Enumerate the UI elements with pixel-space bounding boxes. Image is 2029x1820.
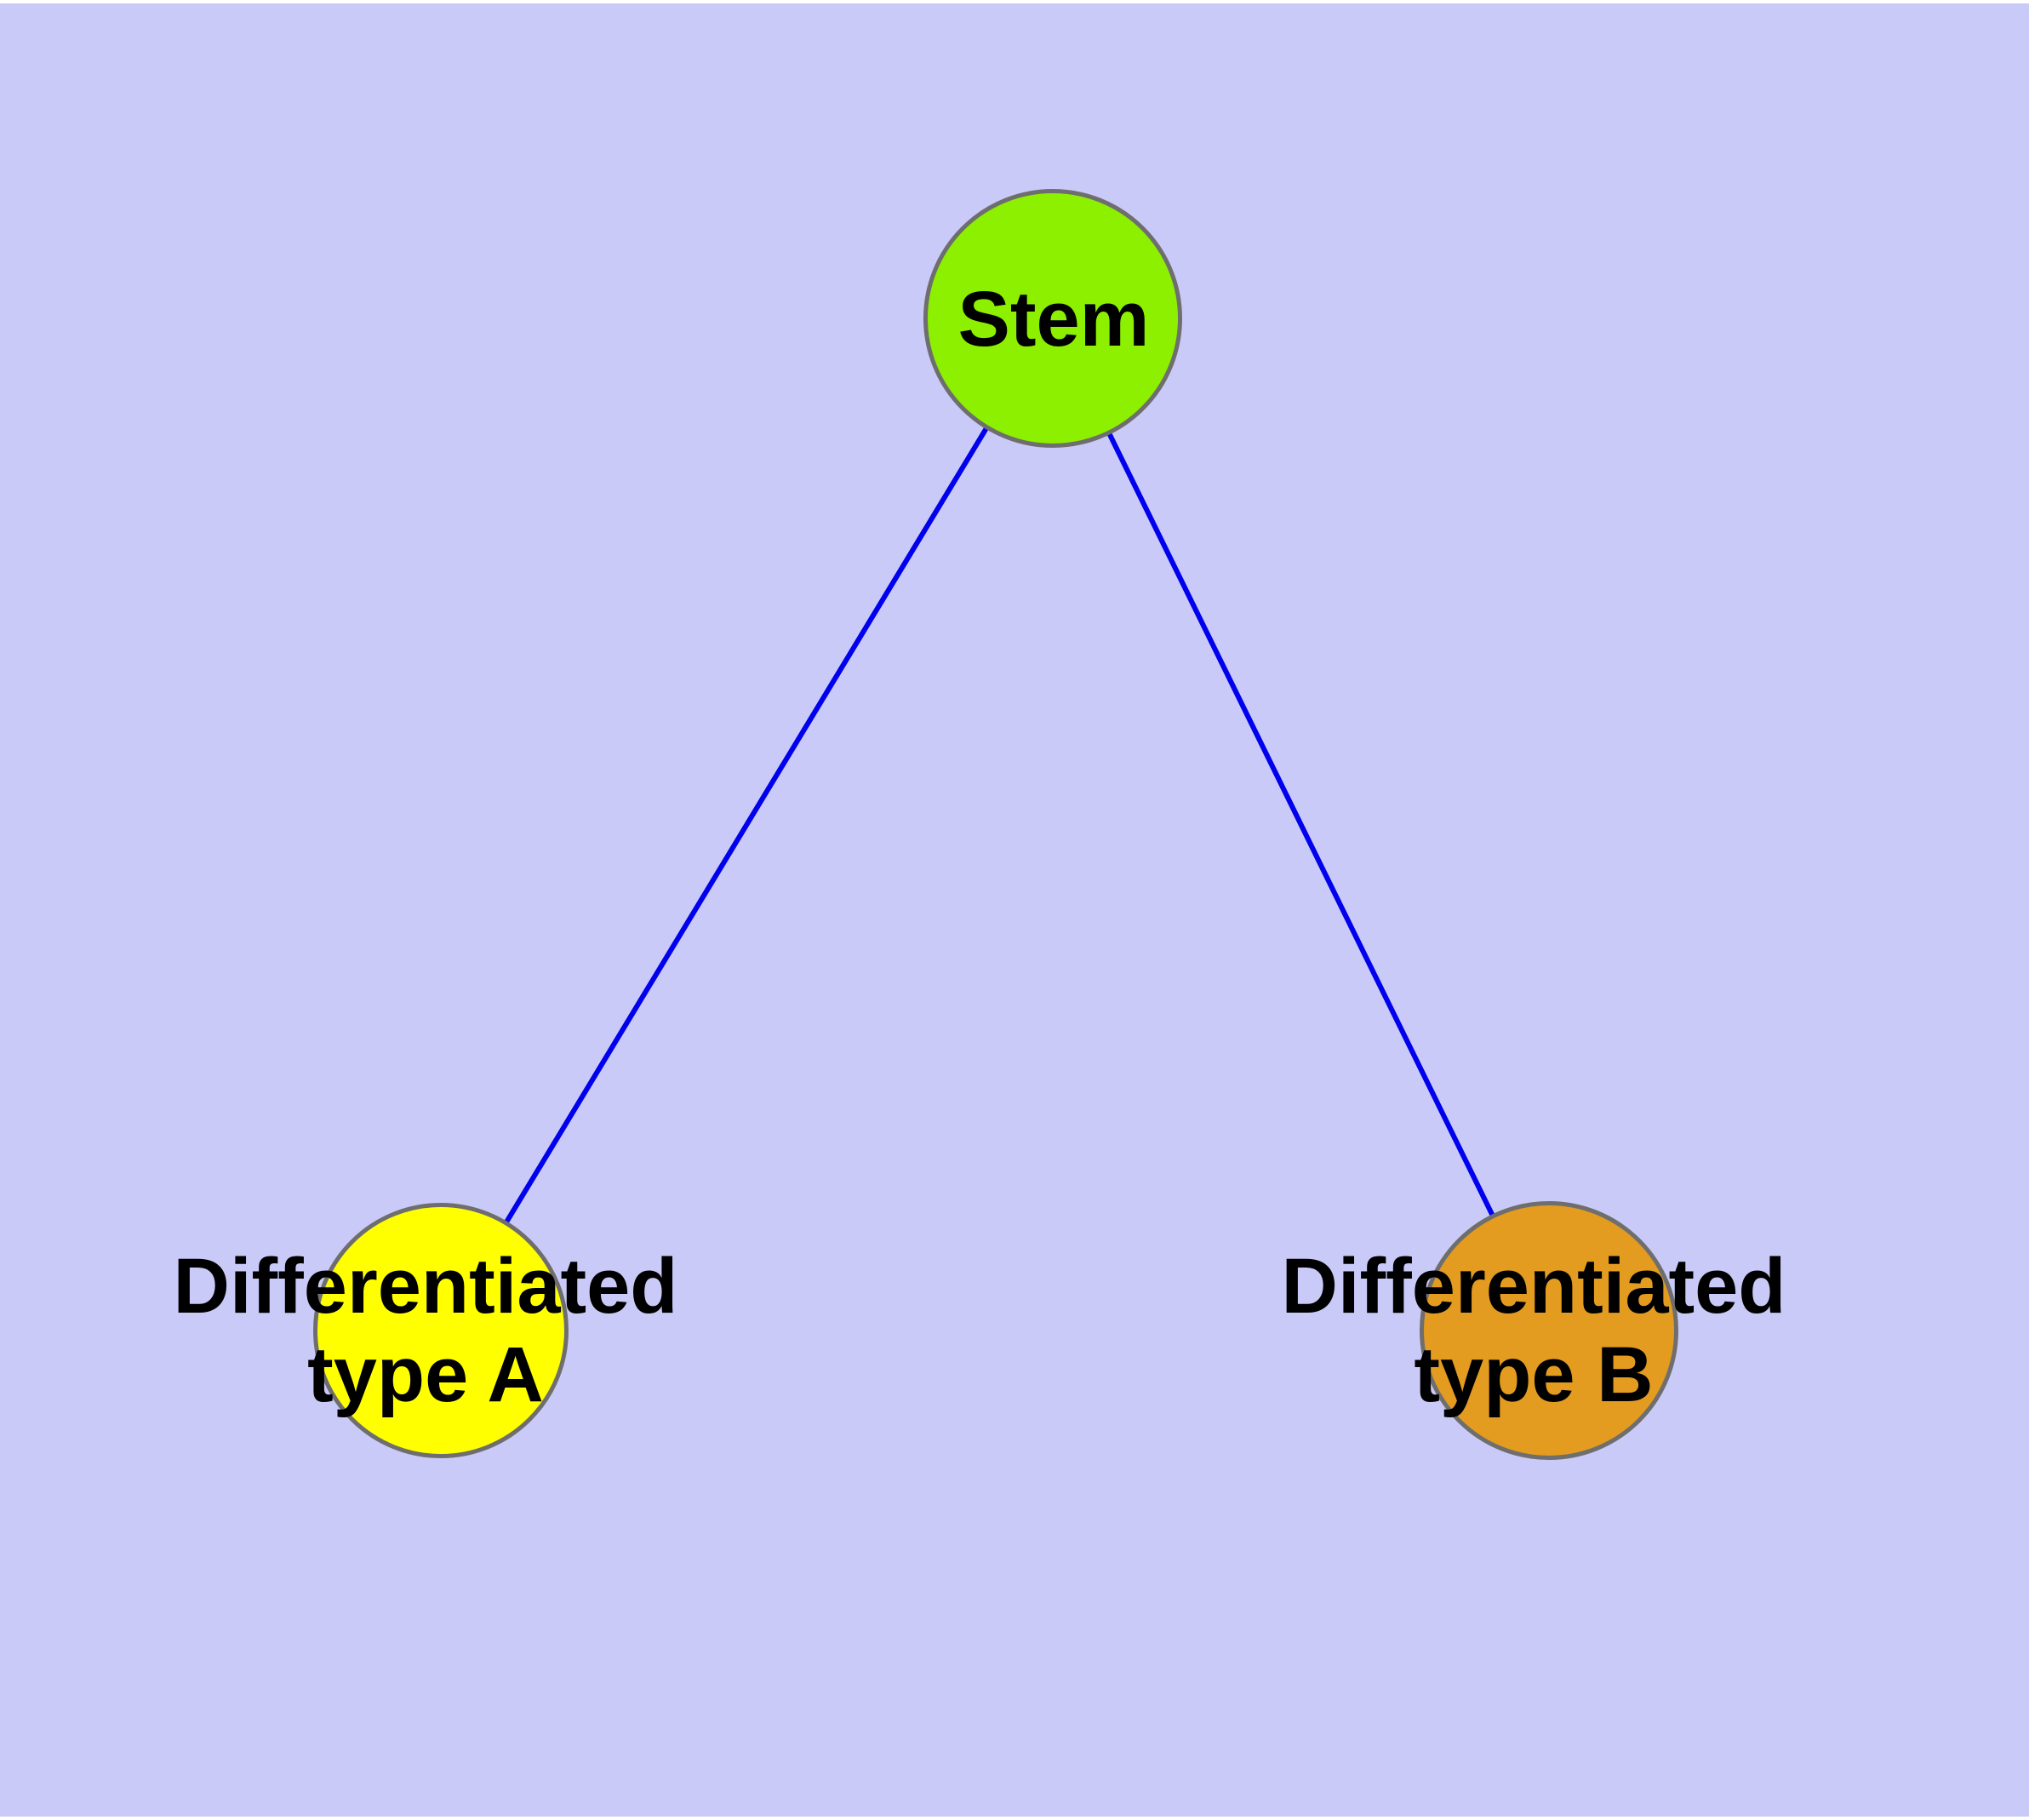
- node-differentiated-type-a-label: Differentiated type A: [174, 1243, 678, 1420]
- node-differentiated-type-a-label-line1: Differentiated: [173, 1243, 678, 1331]
- node-differentiated-type-a-label-line2: type A: [307, 1331, 544, 1418]
- node-differentiated-type-b: [1420, 1201, 1678, 1460]
- edge-stem-to-differentiated-type-a: [438, 316, 1055, 1333]
- edge-stem-to-differentiated-type-b: [1050, 316, 1552, 1333]
- node-stem-label: Stem: [957, 276, 1150, 363]
- node-differentiated-type-b-label-line2: type B: [1414, 1331, 1654, 1418]
- node-differentiated-type-b-label: Differentiated type B: [1282, 1243, 1786, 1420]
- node-stem: [923, 189, 1182, 448]
- diagram-canvas: Stem Differentiated type A Differentiate…: [0, 3, 2029, 1817]
- edge-layer: [438, 316, 1552, 1333]
- node-differentiated-type-a: [313, 1203, 569, 1458]
- node-differentiated-type-b-label-line1: Differentiated: [1281, 1243, 1786, 1331]
